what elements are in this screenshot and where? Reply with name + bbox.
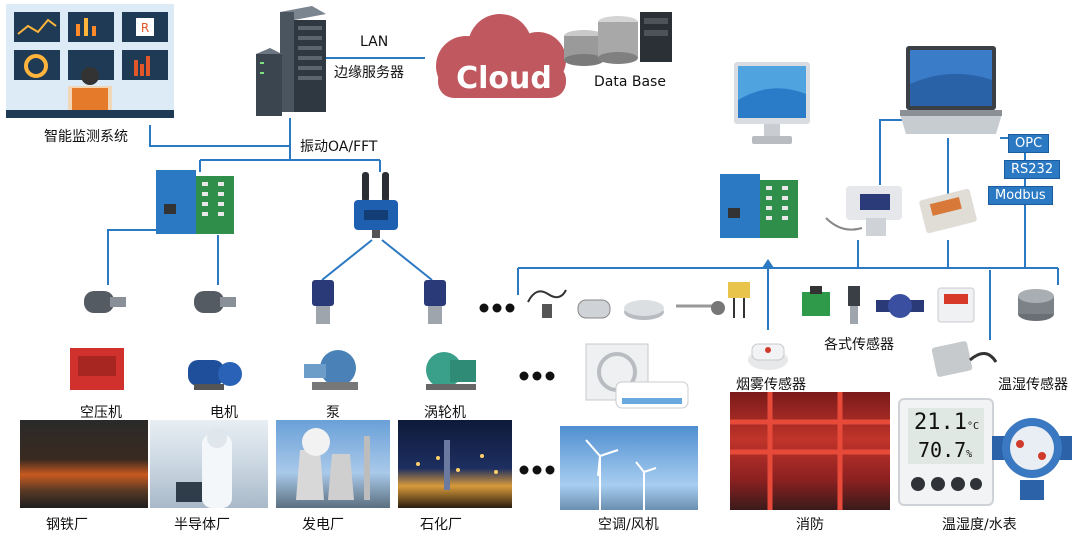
protocol-tag-opc: OPC — [1008, 134, 1050, 153]
cloud-label: Cloud — [456, 61, 552, 96]
air-conditioner-illustration — [585, 343, 689, 409]
io-controller-left — [156, 170, 234, 234]
serial-module — [919, 188, 977, 234]
wireless-sensor-icon — [424, 280, 446, 324]
machine-label: 泵 — [326, 405, 340, 421]
temp-humidity-sensor-icon — [931, 341, 998, 377]
wireless-sensor-icon — [312, 280, 334, 324]
scene-label: 消防 — [796, 517, 824, 533]
monitor-system-label: 智能监测系统 — [44, 129, 128, 145]
machine-label: 涡轮机 — [424, 405, 466, 421]
pump-illustration — [304, 350, 358, 390]
edge-server-label: 边缘服务器 — [334, 65, 404, 81]
green-transducer-icon — [802, 286, 830, 316]
monitor-system-illustration: R — [6, 4, 174, 118]
accelerometer-icon — [1018, 289, 1054, 321]
scene-photo-steel — [20, 420, 148, 508]
temp-humidity-sensor-label: 温湿传感器 — [998, 377, 1068, 393]
database-icon — [564, 12, 672, 66]
database-label: Data Base — [594, 74, 666, 90]
thermo-screen: 21.1°C 70.7% — [908, 408, 984, 464]
scene-photo-fire — [730, 392, 890, 510]
turbine-illustration — [426, 352, 476, 390]
desktop-monitor — [734, 62, 810, 144]
vibration-label: 振动OA/FFT — [300, 139, 378, 155]
machine-label: 空压机 — [80, 405, 122, 421]
scene-label: 温湿度/水表 — [942, 517, 1017, 533]
scene-photo-power-plant — [276, 420, 390, 508]
motor-illustration — [188, 360, 242, 390]
vibration-sensor-icon — [194, 291, 236, 313]
vibration-sensor-icon — [84, 291, 126, 313]
various-sensor-label: 各式传感器 — [824, 337, 894, 353]
cloud-icon: Cloud — [436, 14, 566, 98]
energy-meter-icon — [937, 287, 975, 323]
humidity-readout: 70.7% — [918, 438, 973, 462]
smoke-sensor-label: 烟雾传感器 — [736, 377, 806, 393]
edge-server-illustration — [254, 6, 329, 118]
laptop — [900, 46, 1002, 134]
cylinder-sensor-icon — [577, 299, 611, 319]
svg-text:R: R — [141, 21, 149, 35]
probe-sensor-icon — [676, 301, 725, 315]
smoke-sensor-icon — [748, 343, 788, 370]
temperature-readout: 21.1°C — [914, 410, 980, 435]
io-controller-right — [720, 174, 798, 238]
scene-label: 石化厂 — [420, 517, 462, 533]
scene-label: 钢铁厂 — [46, 517, 88, 533]
ellipsis-dots — [519, 371, 555, 381]
lan-label: LAN — [360, 34, 389, 50]
water-meter — [992, 418, 1072, 500]
scene-photo-petrochemical — [398, 420, 512, 508]
scene-label: 发电厂 — [302, 517, 344, 533]
ellipsis-dots — [479, 303, 515, 313]
wireless-gateway-icon — [354, 172, 398, 238]
air-compressor-illustration — [70, 348, 124, 390]
scene-label: 半导体厂 — [174, 517, 230, 533]
machine-label: 电机 — [210, 405, 238, 421]
flow-meter-icon — [876, 294, 924, 318]
scene-photo-wind — [560, 426, 698, 510]
load-cell-icon — [624, 300, 664, 320]
protocol-tag-modbus: Modbus — [988, 186, 1053, 205]
pressure-sensor-icon — [848, 286, 860, 324]
ellipsis-dots — [519, 465, 555, 475]
usb-daq-module — [825, 186, 902, 236]
scene-photo-semiconductor — [150, 420, 268, 508]
scene-label: 空调/风机 — [598, 517, 659, 533]
thermocouple-icon — [728, 282, 750, 318]
cable-sensor-icon — [527, 289, 567, 318]
protocol-tag-rs232: RS232 — [1004, 160, 1061, 179]
thermo-hygrometer: 21.1°C 70.7% — [898, 398, 994, 506]
